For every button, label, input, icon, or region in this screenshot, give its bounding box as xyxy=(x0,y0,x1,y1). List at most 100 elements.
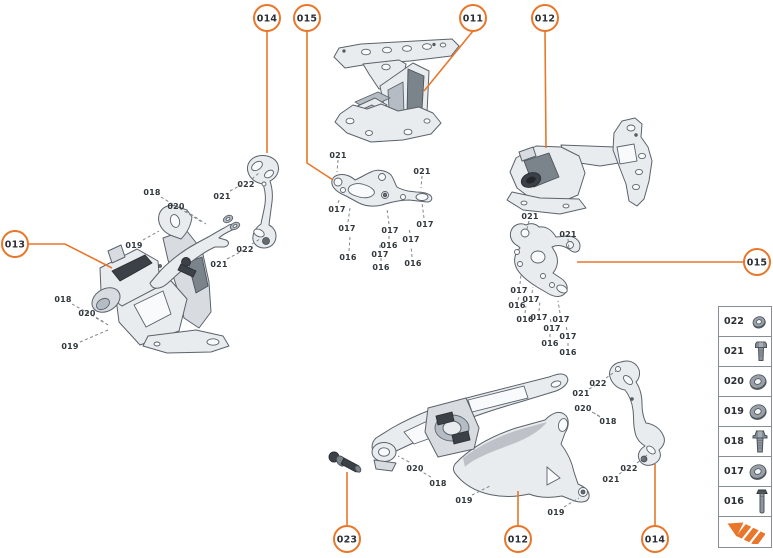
part-label-017: 017 xyxy=(543,317,560,333)
callout-number: 014 xyxy=(257,14,278,25)
callout-012[interactable]: 012 xyxy=(504,491,532,553)
washer-icon xyxy=(748,372,768,392)
callout-014[interactable]: 014 xyxy=(253,4,281,153)
washer-icon xyxy=(748,462,768,482)
callout-circle[interactable] xyxy=(253,4,281,32)
part-014-bottom-illustration xyxy=(609,360,665,466)
callout-circle[interactable] xyxy=(743,248,771,276)
label-leader-line xyxy=(519,273,522,285)
legend-row-021[interactable]: 021 xyxy=(719,337,771,367)
label-leader-line xyxy=(160,196,203,223)
callout-circle[interactable] xyxy=(1,230,29,258)
part-number-label: 016 xyxy=(541,339,559,348)
part-014-top-illustration xyxy=(247,155,279,249)
label-leader-line xyxy=(347,207,351,223)
callout-015[interactable]: 015 xyxy=(293,4,334,181)
legend-row-016[interactable]: 016 xyxy=(719,487,771,517)
callout-number: 012 xyxy=(535,14,555,25)
callout-023[interactable]: 023 xyxy=(333,472,361,553)
callout-circle[interactable] xyxy=(504,525,532,553)
part-label-017: 017 xyxy=(381,208,398,235)
label-leader-line xyxy=(337,197,341,204)
label-leader-line xyxy=(95,317,111,327)
callout-number: 015 xyxy=(297,14,317,25)
label-leader-line xyxy=(565,325,568,331)
washer-small-icon xyxy=(750,313,768,331)
legend-row-018[interactable]: 018 xyxy=(719,427,771,457)
label-leader-line xyxy=(397,455,410,463)
part-number-label: 017 xyxy=(510,286,527,295)
label-leader-line xyxy=(557,300,561,314)
part-label-016: 016 xyxy=(339,236,357,262)
callout-number: 023 xyxy=(337,535,357,546)
part-number-label: 016 xyxy=(516,315,534,324)
part-label-016: 016 xyxy=(516,305,534,324)
part-number-label: 020 xyxy=(78,309,96,318)
part-label-021: 021 xyxy=(602,466,631,484)
part-number-label: 018 xyxy=(599,417,617,426)
label-leader-line xyxy=(524,305,527,314)
callout-circle[interactable] xyxy=(459,4,487,32)
label-leader-line xyxy=(563,497,580,508)
label-leader-line xyxy=(605,370,617,379)
label-leader-line xyxy=(410,245,413,258)
part-number-label: 018 xyxy=(54,295,72,304)
callout-circle[interactable] xyxy=(531,4,559,32)
label-leader-line xyxy=(471,485,491,496)
part-number-label: 020 xyxy=(406,464,424,473)
part-number-label: 017 xyxy=(338,224,355,233)
part-number-label: 017 xyxy=(559,332,576,341)
callout-014[interactable]: 014 xyxy=(641,464,669,553)
label-leader-line xyxy=(251,172,260,180)
part-number-label: 017 xyxy=(381,226,398,235)
part-number-label: 021 xyxy=(329,151,347,160)
callouts-layer: 014 015 011 012 013 015 023 012 014 xyxy=(1,4,771,553)
part-label-021: 021 xyxy=(521,212,539,230)
callout-circle[interactable] xyxy=(333,525,361,553)
part-label-019: 019 xyxy=(61,329,109,351)
part-number-label: 017 xyxy=(530,313,547,322)
part-number-label: 017 xyxy=(402,235,419,244)
part-011-illustration xyxy=(333,38,460,143)
direction-arrow-icon xyxy=(725,520,765,544)
callout-013[interactable]: 013 xyxy=(1,230,113,269)
part-label-018: 018 xyxy=(593,412,617,426)
label-leader-line xyxy=(185,210,207,225)
legend-row-022[interactable]: 022 xyxy=(719,307,771,337)
part-label-017: 017 xyxy=(522,286,539,304)
part-012-top-illustration xyxy=(506,117,653,215)
legend-row-019[interactable]: 019 xyxy=(719,397,771,427)
label-leader-line xyxy=(531,286,534,294)
legend-part-number: 020 xyxy=(724,376,744,387)
legend-row-020[interactable]: 020 xyxy=(719,367,771,397)
label-leader-line xyxy=(421,202,425,219)
label-leader-line xyxy=(567,238,570,250)
callout-circle[interactable] xyxy=(293,4,321,32)
part-number-label: 017 xyxy=(371,250,388,259)
callout-leader-line xyxy=(28,243,113,269)
part-015-left-illustration xyxy=(331,169,433,207)
part-label-016: 016 xyxy=(372,258,390,272)
part-number-label: 022 xyxy=(620,464,637,473)
label-leader-line xyxy=(251,238,261,245)
label-leader-line xyxy=(591,411,602,418)
callout-015[interactable]: 015 xyxy=(577,248,771,276)
part-number-label: 022 xyxy=(589,379,606,388)
part-label-019: 019 xyxy=(455,485,491,505)
label-leader-line xyxy=(336,159,339,173)
part-number-label: 017 xyxy=(543,324,560,333)
label-leader-line xyxy=(618,466,631,475)
legend-row-017[interactable]: 017 xyxy=(719,457,771,487)
part-label-017: 017 xyxy=(552,300,569,324)
part-number-label: 022 xyxy=(236,245,253,254)
part-label-022: 022 xyxy=(236,238,261,254)
part-number-label: 019 xyxy=(61,342,79,351)
label-leader-line xyxy=(416,468,432,478)
part-label-022: 022 xyxy=(237,172,260,189)
callout-012[interactable]: 012 xyxy=(531,4,559,149)
label-leader-line xyxy=(229,183,244,192)
callout-011[interactable]: 011 xyxy=(423,4,487,92)
callout-circle[interactable] xyxy=(641,525,669,553)
